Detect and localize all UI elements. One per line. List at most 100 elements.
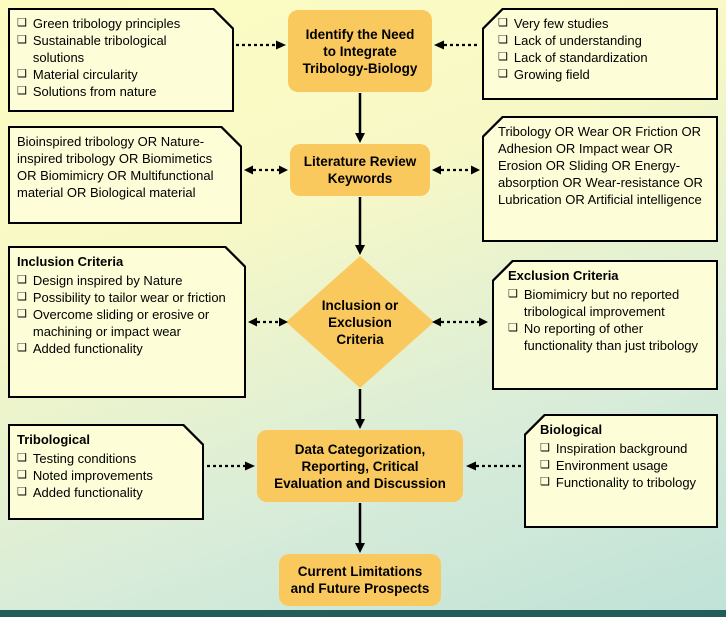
list-item: ❑ Overcome sliding or erosive or machinin…: [17, 306, 230, 340]
checkbox-bullet-icon: ❑: [498, 17, 508, 29]
arrow-exclusion-decision: [432, 315, 488, 329]
checkbox-bullet-icon: ❑: [498, 34, 508, 46]
checkbox-bullet-icon: ❑: [17, 17, 27, 29]
list-item: ❑ Green tribology principles: [17, 15, 218, 32]
box-research-gaps: ❑ Very few studies ❑ Lack of understanding…: [482, 8, 718, 100]
flow-decision-inclusion-exclusion: Inclusion or Exclusion Criteria: [286, 256, 434, 388]
arrow-biological-to-step4: [466, 459, 521, 473]
list-item-text: Possibility to tailor wear or friction: [32, 290, 226, 305]
list-item-text: Added functionality: [32, 341, 143, 356]
checkbox-bullet-icon: ❑: [508, 322, 518, 334]
checkbox-bullet-icon: ❑: [540, 476, 550, 488]
checkbox-bullet-icon: ❑: [17, 469, 27, 481]
box-biological: Biological ❑ Inspiration background ❑ Envi…: [524, 414, 718, 528]
list-item: ❑ Biomimicry but no reported tribological…: [508, 286, 709, 320]
list-item: ❑ Very few studies: [498, 15, 709, 32]
checkbox-bullet-icon: ❑: [17, 85, 27, 97]
biological-title: Biological: [540, 422, 603, 437]
inclusion-title: Inclusion Criteria: [17, 254, 124, 269]
list-item: ❑Possibility to tailor wear or friction: [17, 289, 230, 306]
checkbox-bullet-icon: ❑: [17, 34, 27, 46]
list-item: ❑Material circularity: [17, 66, 218, 83]
list-item: ❑ Inspiration background: [540, 440, 709, 457]
list-item-text: Inspiration background: [555, 441, 688, 456]
arrow-step1-to-step2: [353, 93, 367, 143]
tribo-keywords-text: Tribology OR Wear OR Friction OR Adhesio…: [498, 124, 703, 207]
list-item: ❑ Added functionality: [17, 484, 188, 501]
box-fill: [483, 117, 717, 241]
list-item-text: Design inspired by Nature: [32, 273, 183, 288]
checkbox-bullet-icon: ❑: [17, 452, 27, 464]
arrow-drivers-to-step1: [236, 38, 286, 52]
exclusion-list: ❑ Biomimicry but no reported tribological…: [508, 286, 709, 354]
list-item-text: Lack of understanding: [513, 33, 642, 48]
arrow-inclusion-decision: [248, 315, 288, 329]
box-exclusion-criteria: Exclusion Criteria ❑ Biomimicry but no re…: [492, 260, 718, 390]
list-item: ❑ Sustainable tribological solutions: [17, 32, 218, 66]
list-item: ❑ Solutions from nature: [17, 83, 218, 100]
arrow-step2-to-decision: [353, 197, 367, 255]
box-fill: [10, 248, 245, 397]
box-tribological: Tribological ❑ Testing conditions ❑ Noted …: [8, 424, 204, 520]
flow-step-label: Literature Review Keywords: [303, 154, 417, 186]
box-green-tribology-drivers: ❑ Green tribology principles ❑ Sustainable…: [8, 8, 234, 112]
arrow-decision-to-step4: [353, 389, 367, 429]
inclusion-list: ❑Design inspired by Nature ❑Possibility …: [17, 272, 230, 357]
flow-step-literature-review: Literature Review Keywords: [290, 144, 430, 196]
exclusion-title: Exclusion Criteria: [508, 268, 619, 283]
list-item-text: Biomimicry but no reported tribological …: [523, 287, 680, 319]
box-fill: [493, 261, 717, 389]
bio-keywords-text: Bioinspired tribology OR Nature-inspired…: [17, 134, 214, 200]
arrow-tribological-to-step4: [207, 459, 255, 473]
list-item: ❑ Testing conditions: [17, 450, 188, 467]
list-item-text: Overcome sliding or erosive or machining…: [32, 307, 210, 339]
drivers-list: ❑ Green tribology principles ❑ Sustainable…: [17, 15, 218, 100]
list-item-text: Testing conditions: [32, 451, 137, 466]
list-item: ❑ Environment usage: [540, 457, 709, 474]
list-item-text: Sustainable tribological solutions: [32, 33, 167, 65]
list-item-text: Environment usage: [555, 458, 668, 473]
box-inclusion-criteria: Inclusion Criteria ❑Design inspired by N…: [8, 246, 246, 398]
checkbox-bullet-icon: ❑: [17, 308, 27, 320]
list-item: ❑ Noted improvements: [17, 467, 188, 484]
list-item: ❑Added functionality: [17, 340, 230, 357]
bottom-border: [0, 610, 726, 617]
list-item: ❑Design inspired by Nature: [17, 272, 230, 289]
flow-step-label: Identify the Need to Integrate Tribology…: [302, 26, 418, 76]
list-item: ❑Lack of standardization: [498, 49, 709, 66]
list-item-text: Material circularity: [32, 67, 138, 82]
flow-step-label: Data Categorization, Reporting, Critical…: [274, 441, 446, 491]
tribological-title: Tribological: [17, 432, 90, 447]
box-fill: [10, 426, 203, 519]
arrow-step4-to-step5: [353, 503, 367, 553]
box-tribo-keywords: Tribology OR Wear OR Friction OR Adhesio…: [482, 116, 718, 242]
arrow-tribokeywords-step2: [432, 163, 480, 177]
list-item-text: Growing field: [513, 67, 590, 82]
list-item-text: Added functionality: [32, 485, 143, 500]
list-item-text: Functionality to tribology: [555, 475, 697, 490]
checkbox-bullet-icon: ❑: [17, 486, 27, 498]
list-item-text: Noted improvements: [32, 468, 153, 483]
list-item: ❑ Lack of understanding: [498, 32, 709, 49]
list-item-text: Green tribology principles: [32, 16, 181, 31]
list-item: ❑ Functionality to tribology: [540, 474, 709, 491]
checkbox-bullet-icon: ❑: [540, 442, 550, 454]
box-fill: [483, 9, 717, 99]
list-item: ❑ Growing field: [498, 66, 709, 83]
box-fill: [10, 10, 233, 111]
checkbox-bullet-icon: ❑: [540, 459, 550, 471]
list-item: ❑No reporting of other functionality tha…: [508, 320, 709, 354]
flow-step-label: Inclusion or Exclusion Criteria: [321, 297, 399, 347]
box-fill: [525, 415, 717, 527]
biological-list: ❑ Inspiration background ❑ Environment usa…: [540, 440, 709, 491]
flow-step-limitations-prospects: Current Limitations and Future Prospects: [279, 554, 441, 606]
checkbox-bullet-icon: ❑: [498, 68, 508, 80]
arrow-gaps-to-step1: [434, 38, 480, 52]
box-fill: [10, 128, 241, 223]
list-item-text: Solutions from nature: [32, 84, 157, 99]
list-item-text: Very few studies: [513, 16, 609, 31]
box-bio-keywords: Bioinspired tribology OR Nature-inspired…: [8, 126, 242, 224]
checkbox-bullet-icon: ❑: [508, 288, 518, 300]
flow-step-label: Current Limitations and Future Prospects: [290, 564, 430, 596]
flow-step-identify-need: Identify the Need to Integrate Tribology…: [288, 10, 432, 92]
